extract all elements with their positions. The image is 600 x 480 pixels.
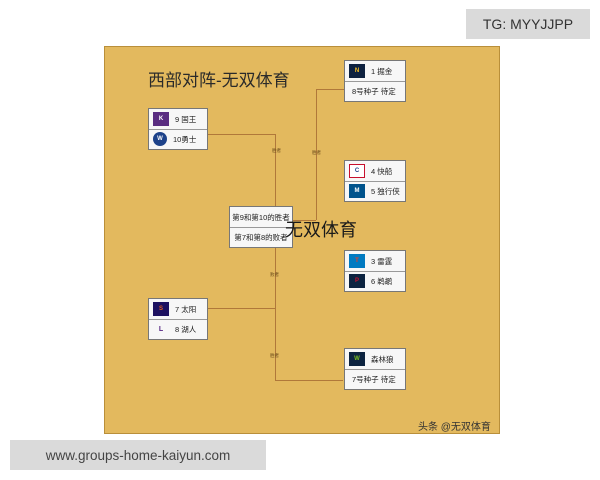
timberwolves-logo-icon: W xyxy=(349,352,365,366)
warriors-logo-icon: W xyxy=(153,132,167,146)
team-name: 10勇士 xyxy=(173,134,197,144)
connector-upper-out xyxy=(208,134,275,135)
mavericks-logo-icon: M xyxy=(349,184,365,198)
team-row-kings: K 9 国王 xyxy=(149,109,207,130)
playin-final-box: 第9和第10的胜者 第7和第8的败者 xyxy=(229,206,293,248)
team-row-pelicans: P 6 鹈鹕 xyxy=(345,271,405,291)
clippers-logo-icon: C xyxy=(349,164,365,178)
thunder-logo-icon: T xyxy=(349,254,365,268)
matchup-timberwolves: W 森林狼 7号种子 待定 xyxy=(344,348,406,390)
team-name: 9 国王 xyxy=(175,114,197,124)
opponent-pending: 8号种子 待定 xyxy=(352,86,396,96)
team-name: 6 鹈鹕 xyxy=(371,276,393,286)
suns-logo-icon: S xyxy=(153,302,169,316)
matchup-clippers-mavericks: C 4 快船 M 5 独行侠 xyxy=(344,160,406,202)
tg-overlay-label: TG: MYYJJPP xyxy=(466,9,590,39)
team-row-lakers: L 8 湖人 xyxy=(149,319,207,339)
kings-logo-icon: K xyxy=(153,112,169,126)
team-row-clippers: C 4 快船 xyxy=(345,161,405,182)
team-row-timberwolves: W 森林狼 xyxy=(345,349,405,370)
pelicans-logo-icon: P xyxy=(349,274,365,288)
final-line-1: 第9和第10的胜者 xyxy=(230,207,292,228)
team-row-thunder: T 3 雷霆 xyxy=(345,251,405,272)
team-name: 1 掘金 xyxy=(371,66,393,76)
matchup-nuggets: N 1 掘金 8号种子 待定 xyxy=(344,60,406,102)
upper-label: 胜者 xyxy=(272,148,281,153)
final-line-2: 第7和第8的败者 xyxy=(234,232,288,242)
connector-final-to-nuggets xyxy=(316,89,344,90)
lower-down-label: 胜者 xyxy=(270,353,279,358)
connector-lower-up xyxy=(275,248,276,308)
final-label: 胜者 xyxy=(312,150,321,155)
connector-upper-down xyxy=(275,134,276,206)
url-overlay-label: www.groups-home-kaiyun.com xyxy=(10,440,266,470)
connector-lower-out xyxy=(208,308,275,309)
team-row-nuggets: N 1 掘金 xyxy=(345,61,405,82)
team-name: 森林狼 xyxy=(371,354,394,364)
team-name: 5 独行侠 xyxy=(371,186,400,196)
connector-lower-to-wolves xyxy=(275,380,343,381)
page-title: 西部对阵-无双体育 xyxy=(148,71,290,90)
connector-final-up xyxy=(316,89,317,220)
matchup-kings-warriors: K 9 国王 W 10勇士 xyxy=(148,108,208,150)
lower-up-label: 败者 xyxy=(270,272,279,277)
nuggets-logo-icon: N xyxy=(349,64,365,78)
team-row-warriors: W 10勇士 xyxy=(149,129,207,149)
center-watermark: 无双体育 xyxy=(285,220,357,240)
lakers-logo-icon: L xyxy=(158,325,164,333)
team-row-mavericks: M 5 独行侠 xyxy=(345,181,405,201)
team-name: 7 太阳 xyxy=(175,304,197,314)
team-row-suns: S 7 太阳 xyxy=(149,299,207,320)
team-name: 3 雷霆 xyxy=(371,256,393,266)
team-name: 8 湖人 xyxy=(175,324,197,334)
opponent-pending: 7号种子 待定 xyxy=(352,374,396,384)
connector-lower-down xyxy=(275,308,276,380)
connector-final-out xyxy=(293,220,316,221)
matchup-suns-lakers: S 7 太阳 L 8 湖人 xyxy=(148,298,208,340)
matchup-thunder-pelicans: T 3 雷霆 P 6 鹈鹕 xyxy=(344,250,406,292)
footer-credit: 头条 @无双体育 xyxy=(418,422,491,433)
team-name: 4 快船 xyxy=(371,166,393,176)
